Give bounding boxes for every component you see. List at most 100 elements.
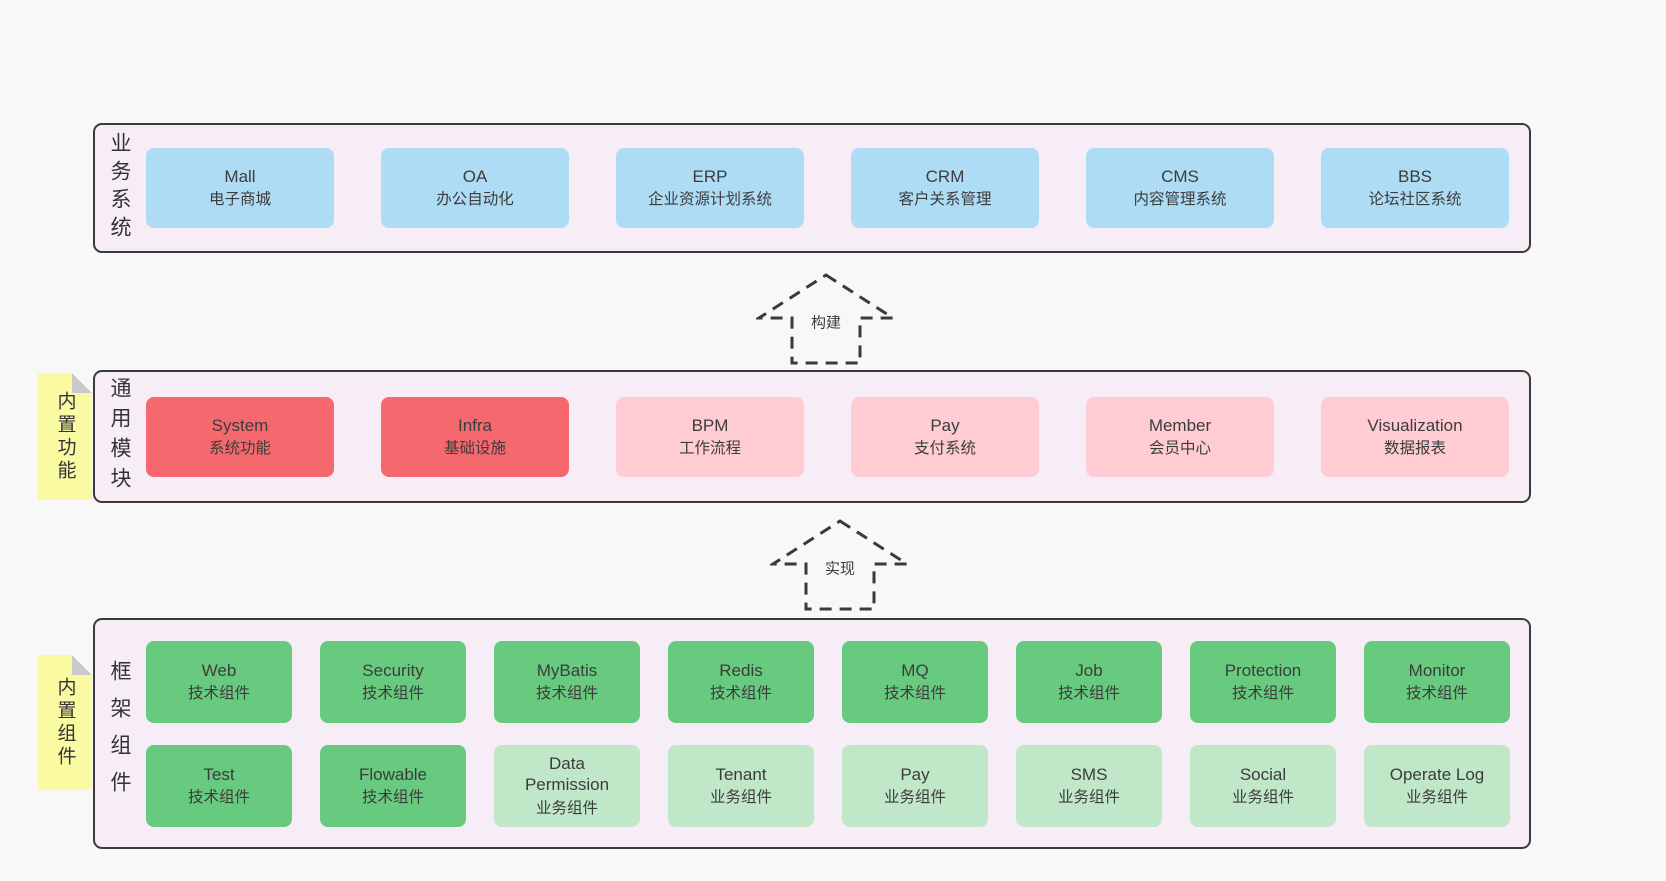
box-pay: Pay 支付系统	[851, 396, 1039, 477]
box-subtitle: 技术组件	[187, 684, 250, 702]
box-mq: MQ 技术组件	[842, 640, 988, 723]
box-subtitle: 内容管理系统	[1133, 191, 1227, 209]
box-title: Web	[201, 660, 237, 680]
box-title: Visualization	[1367, 415, 1463, 435]
box-flowable: Flowable 技术组件	[320, 744, 466, 827]
box-erp: ERP 企业资源计划系统	[616, 148, 804, 228]
box-title: Monitor	[1408, 660, 1466, 680]
box-redis: Redis 技术组件	[668, 640, 814, 723]
box-visualization: Visualization 数据报表	[1321, 396, 1509, 477]
layer-label-common: 通用模块	[108, 376, 131, 497]
box-pay-biz: Pay 业务组件	[842, 744, 988, 827]
box-title: Protection	[1224, 660, 1302, 680]
box-subtitle: 技术组件	[1405, 684, 1468, 702]
box-title: Job	[1075, 660, 1103, 680]
box-subtitle: 技术组件	[1057, 684, 1120, 702]
box-subtitle: 业务组件	[1231, 788, 1294, 806]
box-subtitle: 技术组件	[361, 684, 424, 702]
box-subtitle: 技术组件	[709, 684, 772, 702]
tag-built-in-components: 内置组件	[38, 655, 92, 790]
box-subtitle: 基础设施	[443, 439, 506, 457]
box-title: Redis	[719, 660, 763, 680]
box-tenant: Tenant 业务组件	[668, 744, 814, 827]
layer-label-framework: 框架组件	[108, 659, 131, 808]
framework-row-1: Web 技术组件 Security 技术组件 MyBatis 技术组件 Redi…	[146, 640, 1510, 723]
box-security: Security 技术组件	[320, 640, 466, 723]
box-web: Web 技术组件	[146, 640, 292, 723]
box-title: Mall	[224, 167, 256, 187]
box-title: Infra	[457, 415, 493, 435]
box-subtitle: 客户关系管理	[898, 191, 992, 209]
box-bpm: BPM 工作流程	[616, 396, 804, 477]
box-subtitle: 数据报表	[1383, 439, 1446, 457]
arrow-build: 构建	[756, 272, 896, 366]
box-subtitle: 工作流程	[678, 439, 741, 457]
box-system: System 系统功能	[146, 396, 334, 477]
layer-label-business: 业务系统	[108, 132, 131, 244]
box-subtitle: 系统功能	[208, 439, 271, 457]
box-title: Member	[1148, 415, 1212, 435]
layer-common-modules: 通用模块 System 系统功能 Infra 基础设施 BPM 工作流程 Pay…	[93, 370, 1531, 503]
box-subtitle: 会员中心	[1148, 439, 1211, 457]
box-subtitle: 技术组件	[1231, 684, 1294, 702]
box-title: Security	[362, 660, 424, 680]
common-box-row: System 系统功能 Infra 基础设施 BPM 工作流程 Pay 支付系统…	[146, 396, 1509, 477]
box-title: SMS	[1070, 764, 1108, 784]
box-title: Pay	[930, 415, 960, 435]
box-subtitle: 技术组件	[535, 684, 598, 702]
tag-label: 内置功能	[54, 390, 76, 483]
box-sms: SMS 业务组件	[1016, 744, 1162, 827]
box-title: ERP	[692, 167, 728, 187]
framework-box-grid: Web 技术组件 Security 技术组件 MyBatis 技术组件 Redi…	[146, 640, 1510, 827]
box-title: Data Permission	[524, 754, 610, 795]
box-test: Test 技术组件	[146, 744, 292, 827]
box-title: OA	[462, 167, 488, 187]
box-title: BPM	[691, 415, 729, 435]
box-subtitle: 办公自动化	[436, 191, 514, 209]
box-cms: CMS 内容管理系统	[1086, 148, 1274, 228]
box-subtitle: 业务组件	[709, 788, 772, 806]
box-subtitle: 业务组件	[535, 799, 598, 817]
box-infra: Infra 基础设施	[381, 396, 569, 477]
box-social: Social 业务组件	[1190, 744, 1336, 827]
layer-business-systems: 业务系统 Mall 电子商城 OA 办公自动化 ERP 企业资源计划系统 CRM…	[93, 123, 1531, 253]
box-subtitle: 业务组件	[1057, 788, 1120, 806]
box-title: Flowable	[358, 764, 428, 784]
box-crm: CRM 客户关系管理	[851, 148, 1039, 228]
box-job: Job 技术组件	[1016, 640, 1162, 723]
box-title: System	[211, 415, 269, 435]
arrow-implement: 实现	[770, 518, 910, 612]
box-subtitle: 论坛社区系统	[1368, 191, 1462, 209]
arrow-implement-label: 实现	[821, 555, 859, 581]
box-title: BBS	[1397, 167, 1433, 187]
box-title: MyBatis	[536, 660, 598, 680]
box-bbs: BBS 论坛社区系统	[1321, 148, 1509, 228]
box-mall: Mall 电子商城	[146, 148, 334, 228]
tag-label: 内置组件	[54, 676, 76, 769]
box-title: CMS	[1161, 167, 1199, 187]
layer-framework-components: 框架组件 Web 技术组件 Security 技术组件 MyBatis 技术组件…	[93, 618, 1531, 849]
box-member: Member 会员中心	[1086, 396, 1274, 477]
box-mybatis: MyBatis 技术组件	[494, 640, 640, 723]
box-title: Pay	[900, 764, 930, 784]
box-oa: OA 办公自动化	[381, 148, 569, 228]
folded-corner-icon	[72, 373, 92, 393]
framework-row-2: Test 技术组件 Flowable 技术组件 Data Permission …	[146, 744, 1510, 827]
box-subtitle: 支付系统	[913, 439, 976, 457]
box-subtitle: 技术组件	[883, 684, 946, 702]
box-operate-log: Operate Log 业务组件	[1364, 744, 1510, 827]
box-subtitle: 电子商城	[208, 191, 271, 209]
box-data-permission: Data Permission 业务组件	[494, 744, 640, 827]
box-title: MQ	[901, 660, 929, 680]
folded-corner-icon	[72, 655, 92, 675]
box-subtitle: 技术组件	[361, 788, 424, 806]
box-subtitle: 业务组件	[1405, 788, 1468, 806]
tag-built-in-features: 内置功能	[38, 373, 92, 500]
box-title: Test	[203, 764, 235, 784]
box-subtitle: 技术组件	[187, 788, 250, 806]
box-title: Social	[1239, 764, 1287, 784]
arrow-build-label: 构建	[807, 309, 845, 335]
box-subtitle: 企业资源计划系统	[647, 191, 772, 209]
business-box-row: Mall 电子商城 OA 办公自动化 ERP 企业资源计划系统 CRM 客户关系…	[146, 148, 1509, 228]
